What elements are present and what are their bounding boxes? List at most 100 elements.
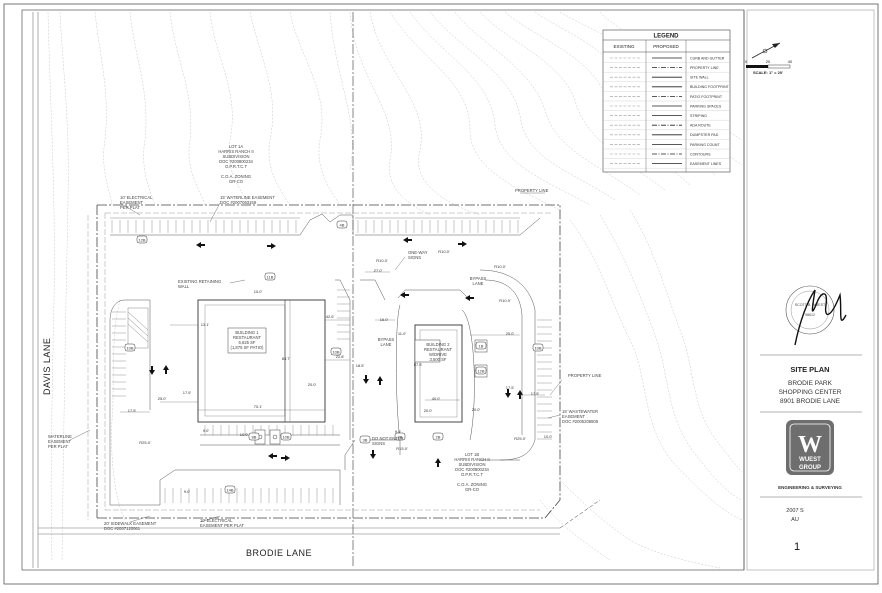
dimension-d17b: 17.5' — [128, 408, 137, 413]
sheet-number: 1 — [794, 541, 800, 553]
elec-easement-top-1: EASEMENT — [120, 200, 143, 205]
north-lot-label-1: HARRIS RANCH II — [218, 149, 253, 154]
building-2-label-1: RESTAURANT — [424, 347, 453, 352]
legend-row: BUILDING FOOTPRINT — [603, 85, 730, 92]
building-1-label-3: (1,875 SF PATIO) — [231, 345, 264, 350]
legend-item-label: DUMPSTER PAD — [690, 133, 719, 137]
parking-count-label: 10B — [534, 345, 541, 350]
dimension-r15: R15.0' — [396, 446, 408, 451]
title-block: SITE PLAN BRODIE PARK SHOPPING CENTER 89… — [760, 354, 862, 553]
legend-row: ADA ROUTE — [603, 124, 730, 130]
wastewater-easement-2: DOC #2005208808 — [562, 419, 599, 424]
dimension-r10b: R10.0' — [438, 249, 450, 254]
north-parking-row — [110, 213, 541, 236]
property-line-top: PROPERTY LINE — [515, 188, 549, 193]
bypass-lane-b-1: LANE — [381, 342, 392, 347]
parking-count-label: 3B — [363, 437, 368, 442]
road-name-south: BRODIE LANE — [246, 548, 312, 558]
elec-easement-bottom-1: EASEMENT PER PLAT — [200, 523, 245, 528]
south-lot-label-6: C.O.A. ZONING — [457, 482, 487, 487]
scale-tick-20: 20 — [766, 59, 771, 64]
parking-count-marker: 10B — [532, 343, 544, 352]
building-1-label-1: RESTAURANT — [233, 335, 262, 340]
dimension-d11: 11.0' — [398, 331, 406, 336]
job-number-1: 2007 S — [786, 508, 804, 514]
parking-stalls-east — [337, 289, 552, 440]
graphic-scale: 0 20 40 SCALE: 1" = 20' — [745, 59, 793, 75]
scale-tick-0: 0 — [745, 59, 748, 64]
parking-count-label: 10B — [126, 345, 133, 350]
parking-count-marker: 10B — [330, 347, 342, 356]
dimension-d9a: 9.0' — [203, 428, 210, 433]
dimension-d25a: 25.0' — [158, 396, 167, 401]
south-lot-label-0: LOT 1B — [465, 452, 480, 457]
parking-count-marker: 8B — [248, 432, 260, 441]
sidewalk-easement-1: DOC #2007120061 — [104, 526, 141, 531]
building-1 — [197, 299, 326, 423]
legend-row: STRIPING — [603, 114, 730, 121]
legend-item-label: ADA ROUTE — [690, 124, 711, 128]
parking-count-marker: 4B — [336, 220, 348, 229]
parking-count-marker: 3B — [359, 435, 371, 444]
parking-count-marker: 14B — [224, 485, 236, 494]
property-lines — [87, 12, 561, 568]
elec-easement-top-0: 10' ELECTRICAL — [120, 195, 153, 200]
legend-item-label: PROPERTY LINE — [690, 66, 719, 70]
north-lot-label-7: GR-CO — [229, 179, 244, 184]
dimension-d20b: 20.0' — [472, 407, 481, 412]
sheet-title: SITE PLAN — [790, 365, 829, 374]
dimension-d10b: 10.0' — [240, 432, 249, 437]
one-way-signs-note-0: ONE-WAY — [408, 250, 428, 255]
legend-row: DUMPSTER PAD — [603, 133, 730, 140]
do-not-enter-note-0: DO NOT ENTER — [372, 436, 404, 441]
building-2-label-2: W/DRIVE — [429, 352, 447, 357]
dimension-d9b: 9.0' — [184, 489, 191, 494]
parking-count-marker: 12B — [136, 235, 148, 244]
project-line-1: BRODIE PARK — [788, 380, 833, 387]
dimension-b1-width: 70.1' — [254, 404, 263, 409]
dimension-r10a: R10.0' — [376, 258, 388, 263]
parking-count-label: 8B — [252, 434, 257, 439]
legend-item-label: EASEMENT LINES — [690, 162, 722, 166]
legend-item-label: SITE WALL — [690, 76, 709, 80]
project-line-3: 8901 BRODIE LANE — [780, 398, 841, 405]
bypass-lane-a-1: LANE — [473, 281, 484, 286]
parking-count-label: 1B — [479, 343, 484, 348]
waterline-easement-top-0: 15' WATERLINE EASEMENT — [220, 195, 275, 200]
waterline-easement-left-0: WATERLINE — [48, 434, 72, 439]
parking-count-label: 2B — [398, 434, 403, 439]
dimension-d13: 13.1' — [201, 322, 210, 327]
dimension-d27: 27.0' — [374, 268, 383, 273]
sidewalk-easement-0: 20' SIDEWALK EASEMENT — [104, 521, 157, 526]
wastewater-easement-0: 15' WASTEWATER — [562, 409, 598, 414]
one-way-signs-note-1: SIGNS — [408, 255, 421, 260]
seal-name: SCOTT B. WUEST — [795, 303, 826, 307]
legend-item-label: PARKING SPACES — [690, 104, 722, 108]
retaining-wall-note-0: EXISTING RETAINING — [178, 279, 221, 284]
legend-row: PATIO FOOTPRINT — [603, 95, 730, 102]
waterline-easement-left-2: PER PLAT — [48, 444, 68, 449]
firm-name-2: GROUP — [799, 465, 821, 471]
legend-item-label: PATIO FOOTPRINT — [690, 95, 723, 99]
north-lot-label-4: O.P.R.T.C.T — [225, 164, 247, 169]
parking-count-label: 12B — [138, 237, 145, 242]
legend-item-label: CONTOURS — [690, 152, 711, 156]
dimension-r25a: R25.0' — [139, 440, 151, 445]
parking-stalls — [111, 220, 519, 503]
dimension-d42: 42.6' — [326, 314, 335, 319]
parking-count-marker: 11B — [264, 272, 276, 281]
dimension-d10c: 10.0' — [544, 434, 553, 439]
legend-item-label: CURB AND GUTTER — [690, 56, 725, 60]
legend-row: SITE WALL — [603, 76, 730, 82]
south-lot-label-1: HARRIS RANCH II — [454, 457, 489, 462]
engineer-signature — [794, 289, 847, 346]
road-name-west: DAVIS LANE — [42, 338, 52, 395]
south-lot-label-4: O.P.R.T.C.T — [461, 472, 483, 477]
south-lot-label-2: SUBDIVISION — [459, 462, 486, 467]
dimension-d17c: 17.5' — [506, 385, 515, 390]
parking-count-marker: 2B — [432, 432, 444, 441]
dimension-d17a: 17.5' — [183, 390, 192, 395]
leader-lines — [69, 192, 563, 523]
